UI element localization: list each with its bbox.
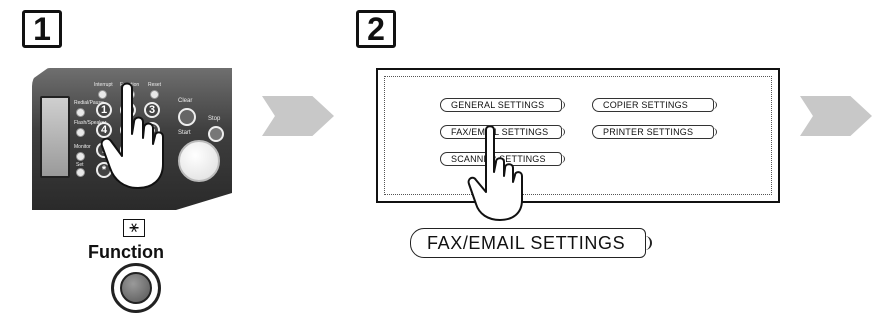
clear-label: Clear	[178, 98, 193, 104]
start-button[interactable]	[178, 140, 220, 182]
copier-settings-button[interactable]: COPIER SETTINGS	[592, 98, 717, 112]
reset-label: Reset	[148, 82, 162, 88]
clear-button[interactable]	[178, 108, 196, 126]
step-2-box: 2	[356, 10, 396, 48]
step-2-number: 2	[367, 10, 385, 47]
function-key-symbol: ⚹	[123, 219, 145, 237]
set-label: Set	[76, 162, 84, 168]
start-label: Start	[178, 130, 191, 136]
stop-button[interactable]	[208, 126, 224, 142]
key-3[interactable]: 3	[144, 102, 160, 118]
panel-lcd	[40, 96, 70, 178]
finger-pointer-icon	[100, 82, 164, 189]
function-button[interactable]	[111, 263, 161, 313]
key-1[interactable]: 1	[96, 102, 112, 118]
flash-led	[76, 128, 85, 137]
reset-led	[150, 90, 159, 99]
fax-email-settings-button[interactable]: FAX/EMAIL SETTINGS	[440, 125, 565, 139]
monitor-led	[76, 152, 85, 161]
function-key-label: Function	[88, 242, 164, 262]
redial-label: Redial/Pause	[74, 100, 104, 106]
next-arrow-icon	[262, 96, 334, 136]
finger-pointer-icon-2	[467, 126, 523, 221]
interrupt-label: Interrupt	[94, 82, 113, 88]
step-1-box: 1	[22, 10, 62, 48]
selected-fax-email-settings-button[interactable]: FAX/EMAIL SETTINGS	[410, 228, 652, 258]
redial-led	[76, 108, 85, 117]
step-1-number: 1	[33, 10, 51, 47]
touch-screen: GENERAL SETTINGS COPIER SETTINGS FAX/EMA…	[376, 68, 780, 203]
interrupt-led	[98, 90, 107, 99]
monitor-label: Monitor	[74, 144, 91, 150]
key-4[interactable]: 4	[96, 122, 112, 138]
general-settings-button[interactable]: GENERAL SETTINGS	[440, 98, 565, 112]
flash-label: Flash/Speaker	[74, 120, 107, 126]
stop-label: Stop	[208, 116, 221, 122]
set-led	[76, 168, 85, 177]
printer-settings-button[interactable]: PRINTER SETTINGS	[592, 125, 717, 139]
touch-screen-inner	[384, 76, 772, 195]
next-arrow-icon-2	[800, 96, 872, 136]
